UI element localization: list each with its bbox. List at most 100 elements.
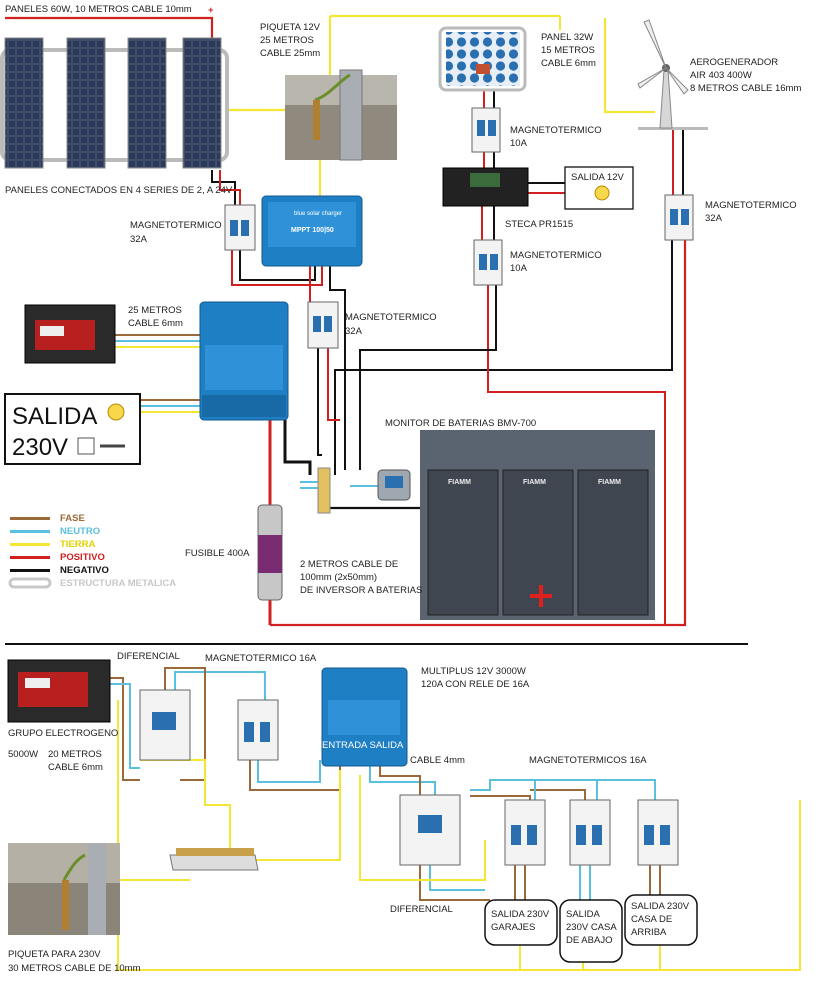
label-25-metros: 25 METROS bbox=[128, 305, 182, 316]
solar-panel-icon bbox=[4, 37, 44, 169]
label-multiplus: MULTIPLUS 12V 3000W bbox=[421, 666, 526, 677]
label-cable-4mm: CABLE 4mm bbox=[410, 755, 465, 766]
breaker-32a-mid bbox=[307, 301, 339, 349]
ground-bus-bar bbox=[169, 848, 259, 871]
solar-panel-icon bbox=[127, 37, 167, 169]
battery-icon bbox=[427, 469, 499, 616]
bulb-icon bbox=[107, 403, 125, 421]
label-salida-abajo-2: 230V CASA bbox=[566, 922, 617, 933]
label-magneto-32a-right-val: 32A bbox=[705, 213, 723, 224]
label-salida-garajes-2: GARAJES bbox=[491, 922, 535, 933]
label-piqueta-230: PIQUETA PARA 230V bbox=[8, 949, 101, 960]
label-plus: + bbox=[208, 5, 214, 16]
breaker-32a-left bbox=[224, 204, 256, 251]
legend-label: FASE bbox=[60, 513, 85, 524]
label-grupo-len: 20 METROS bbox=[48, 749, 102, 760]
solar-panel-array bbox=[0, 37, 229, 169]
solar-panel-icon bbox=[66, 37, 106, 169]
wind-turbine-icon bbox=[637, 19, 708, 130]
label-magneto-16a-top: MAGNETOTERMICO 16A bbox=[205, 653, 317, 664]
salida-12v-box bbox=[564, 166, 634, 210]
salida-garajes-box bbox=[484, 899, 558, 946]
legend: FASENEUTROTIERRAPOSITIVONEGATIVOESTRUCTU… bbox=[8, 513, 176, 589]
label-salida-230v: SALIDA bbox=[12, 403, 97, 430]
label-cable-100-desc: DE INVERSOR A BATERIAS bbox=[300, 585, 422, 596]
label-diferencial-top: DIFERENCIAL bbox=[117, 651, 180, 662]
label-grupo-power: 5000W bbox=[8, 749, 38, 760]
label-panel-32w: PANEL 32W bbox=[541, 32, 593, 43]
label-grupo: GRUPO ELECTROGENO bbox=[8, 728, 118, 739]
battery-brand-1: FIAMM bbox=[448, 479, 471, 486]
label-magneto-32a-left-val: 32A bbox=[130, 234, 148, 245]
panel-32w bbox=[438, 26, 527, 92]
legend-label: POSITIVO bbox=[60, 552, 105, 563]
label-monitor: MONITOR DE BATERIAS BMV-700 bbox=[385, 418, 536, 429]
label-paneles-60w: PANELES 60W, 10 METROS CABLE 10mm bbox=[5, 4, 192, 15]
battery-monitor bbox=[317, 467, 411, 514]
legend-swatch bbox=[8, 577, 52, 589]
plug-icon bbox=[77, 437, 95, 455]
label-aero: AEROGENERADOR bbox=[690, 57, 778, 68]
label-salida-12v: SALIDA 12V bbox=[571, 172, 624, 183]
legend-label: ESTRUCTURA METALICA bbox=[60, 578, 176, 589]
label-magneto-10a-mid: MAGNETOTERMICO bbox=[510, 250, 602, 261]
differential-breaker-top bbox=[139, 689, 191, 761]
label-magneto-32a-right: MAGNETOTERMICO bbox=[705, 200, 797, 211]
label-magneto-10a-top-val: 10A bbox=[510, 138, 528, 149]
label-cable-100: 2 METROS CABLE DE bbox=[300, 559, 398, 570]
multiplus-inverter-top bbox=[199, 301, 289, 421]
label-diferencial-bottom: DIFERENCIAL bbox=[390, 904, 453, 915]
label-magneto-32a-mid-val: 32A bbox=[345, 326, 363, 337]
label-salida-arriba: SALIDA 230V bbox=[631, 901, 690, 912]
label-salida-abajo-3: DE ABAJO bbox=[566, 935, 612, 946]
salida-casa-arriba-box bbox=[624, 894, 698, 946]
label-25-metros-cable: CABLE 6mm bbox=[128, 318, 183, 329]
legend-swatch bbox=[10, 569, 50, 572]
label-panel-32w-cable: CABLE 6mm bbox=[541, 58, 596, 69]
ground-stake-icon bbox=[62, 880, 69, 930]
label-magneto-10a-top: MAGNETOTERMICO bbox=[510, 125, 602, 136]
solar-panel-icon bbox=[446, 32, 520, 86]
battery-brand-2: FIAMM bbox=[523, 479, 546, 486]
label-piqueta-12v-len: 25 METROS bbox=[260, 35, 314, 46]
battery-bank bbox=[420, 430, 655, 620]
mppt-charger bbox=[261, 195, 363, 267]
label-piqueta-12v: PIQUETA 12V bbox=[260, 22, 321, 33]
legend-swatch bbox=[10, 517, 50, 520]
differential-breaker-bottom bbox=[399, 794, 461, 866]
label-aero-cable: 8 METROS CABLE 16mm bbox=[690, 83, 801, 94]
label-piqueta-230-cable: 30 METROS CABLE DE 10mm bbox=[8, 963, 141, 974]
multiplus-inverter-bottom bbox=[321, 667, 408, 767]
bulb-icon bbox=[594, 185, 610, 201]
label-multiplus-rele: 120A CON RELE DE 16A bbox=[421, 679, 530, 690]
label-panel-32w-len: 15 METROS bbox=[541, 45, 595, 56]
label-aero-model: AIR 403 400W bbox=[690, 70, 752, 81]
label-fusible: FUSIBLE 400A bbox=[185, 548, 250, 559]
label-paneles-series: PANELES CONECTADOS EN 4 SERIES DE 2, A 2… bbox=[5, 185, 233, 196]
label-piqueta-12v-cable: CABLE 25mm bbox=[260, 48, 320, 59]
breaker-32a-right bbox=[664, 194, 694, 241]
legend-label: NEGATIVO bbox=[60, 565, 109, 576]
ground-stake-icon bbox=[313, 100, 320, 140]
steca-controller bbox=[442, 167, 529, 207]
solar-panel-icon bbox=[182, 37, 222, 169]
label-steca: STECA PR1515 bbox=[505, 219, 573, 230]
breaker-16a-row bbox=[504, 799, 679, 866]
battery-icon bbox=[502, 469, 574, 616]
label-magnetos-16a: MAGNETOTERMICOS 16A bbox=[529, 755, 647, 766]
breaker-16a-top bbox=[237, 699, 279, 761]
label-grupo-cable: CABLE 6mm bbox=[48, 762, 103, 773]
legend-label: TIERRA bbox=[60, 539, 96, 550]
label-magneto-32a-left: MAGNETOTERMICO bbox=[130, 220, 222, 231]
label-salida-arriba-3: ARRIBA bbox=[631, 927, 667, 938]
label-cable-100-size: 100mm (2x50mm) bbox=[300, 572, 377, 583]
breaker-10a-mid bbox=[473, 239, 503, 286]
generator-icon bbox=[7, 659, 111, 723]
battery-brand-3: FIAMM bbox=[598, 479, 621, 486]
label-salida-garajes: SALIDA 230V bbox=[491, 909, 550, 920]
battery-icon bbox=[577, 469, 649, 616]
ground-stake-photo-12v bbox=[285, 69, 397, 161]
label-salida-arriba-2: CASA DE bbox=[631, 914, 672, 925]
